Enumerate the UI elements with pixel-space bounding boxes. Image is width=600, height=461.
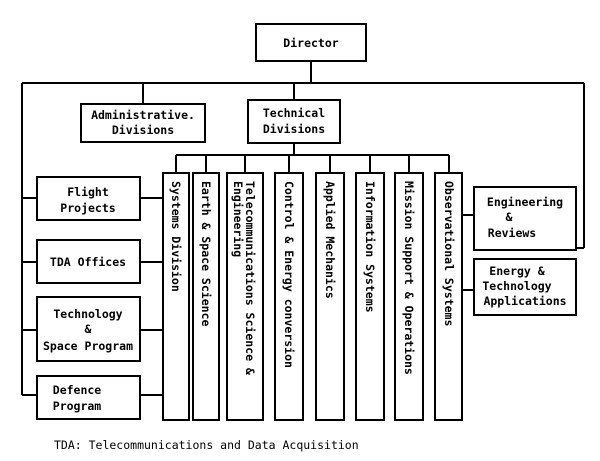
administrative-divisions-box — [80, 103, 206, 143]
control-energy-conversion-label: Control & Energy conversion — [282, 181, 296, 368]
administrative-divisions-line-1: Administrative. — [91, 108, 195, 122]
information-systems-label: Information Systems — [363, 181, 377, 313]
defence-program-line-1: Defence — [53, 383, 102, 397]
engineering-reviews-line-3: Reviews — [488, 226, 536, 240]
engineering-reviews-box — [473, 186, 577, 251]
technology-space-program-line-1: Technology — [53, 307, 122, 321]
observational-systems-label: Observational Systems — [442, 181, 456, 326]
applied-mechanics-label: Applied Mechanics — [323, 181, 337, 299]
earth-space-science-label: Earth & Space Science — [199, 181, 213, 326]
technology-space-program-line-3: Space Program — [43, 339, 133, 353]
technology-space-program-box — [36, 296, 141, 362]
director-box — [255, 23, 367, 62]
tda-offices-label: TDA Offices — [50, 255, 126, 269]
observational-systems-box — [434, 172, 463, 421]
mission-support-operations-label: Mission Support & Operations — [402, 181, 416, 375]
mission-support-operations-box — [394, 172, 424, 421]
systems-division-label: Systems Division — [169, 181, 183, 292]
technical-divisions-box — [247, 99, 341, 144]
flight-projects-line-2: Projects — [60, 201, 115, 215]
energy-technology-applications-line-3: Applications — [483, 294, 566, 308]
telecommunications-science-label-line-2: Engineering — [231, 181, 245, 257]
systems-division-box — [162, 172, 190, 421]
footnote: TDA: Telecommunications and Data Acquisi… — [54, 438, 359, 452]
engineering-reviews-line-1: Engineering — [487, 195, 563, 209]
flight-projects-line-1: Flight — [67, 185, 109, 199]
information-systems-box — [355, 172, 385, 421]
telecommunications-science-label-line-1: Telecommunications Science & — [243, 181, 257, 375]
technology-space-program-line-2: & — [85, 322, 92, 336]
earth-space-science-box — [192, 172, 220, 421]
control-energy-conversion-box — [274, 172, 304, 421]
director-label: Director — [283, 36, 338, 50]
defence-program-box — [36, 375, 141, 420]
connector-lines — [21, 61, 585, 396]
flight-projects-box — [36, 176, 141, 221]
energy-technology-applications-line-1: Energy & — [489, 264, 544, 278]
technical-divisions-line-1: Technical — [263, 106, 325, 120]
applied-mechanics-box — [315, 172, 345, 421]
tda-offices-box — [36, 239, 141, 284]
defence-program-line-2: Program — [53, 399, 102, 413]
administrative-divisions-line-2: Divisions — [112, 123, 174, 137]
engineering-reviews-line-2: & — [506, 210, 513, 224]
energy-technology-applications-line-2: Technology — [482, 279, 551, 293]
energy-technology-applications-box — [473, 258, 577, 316]
technical-divisions-line-2: Divisions — [263, 122, 325, 136]
telecommunications-science-engineering-box — [226, 172, 264, 421]
